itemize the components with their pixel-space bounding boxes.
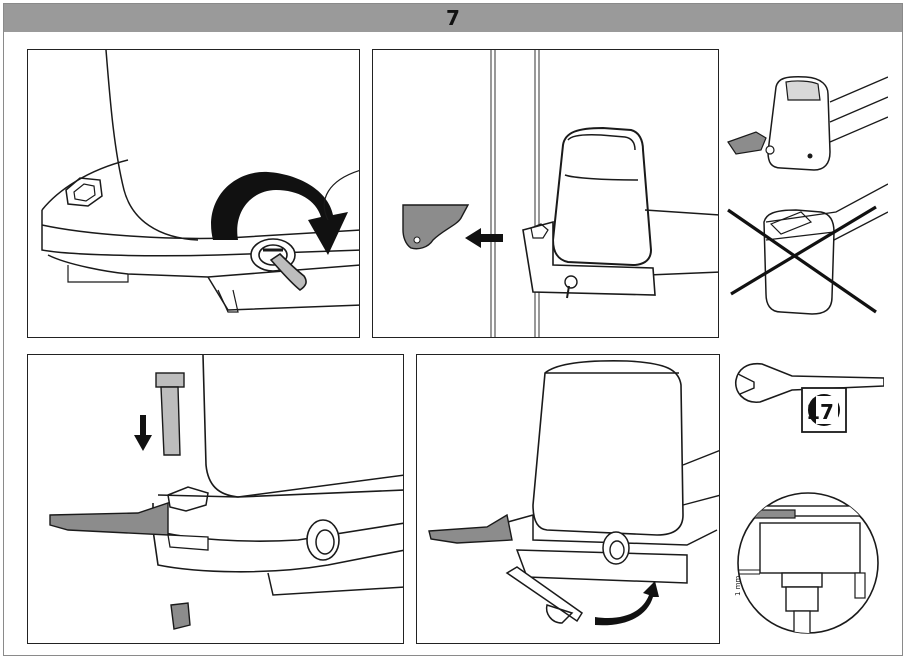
nut-icon [170, 602, 191, 630]
panel-remove-key [372, 49, 719, 338]
wrench-icon [735, 362, 884, 403]
key-icon [727, 131, 767, 155]
bolt-icon [155, 372, 185, 388]
wrench-size-guide: 17 [732, 360, 884, 440]
page-frame [3, 3, 903, 656]
size-label: 17 [806, 400, 834, 424]
rotate-arrow-icon [211, 171, 348, 255]
base-plate [428, 513, 513, 544]
panel-unlock-key [27, 49, 360, 338]
insert-bolt-illustration [49, 355, 403, 630]
clearance-label: 1 mm [734, 576, 742, 596]
unlock-illustration [41, 50, 359, 313]
key-icon [402, 204, 470, 250]
remove-key-illustration [402, 50, 718, 337]
left-arrow-icon [465, 228, 503, 248]
step-header: 7 [4, 4, 902, 32]
key-icon [269, 252, 307, 291]
cross-out-icon [727, 208, 877, 314]
nut-icon [785, 586, 819, 612]
panel-tighten-nut [416, 354, 720, 644]
key-orientation-guide [726, 72, 888, 322]
base-plate [49, 502, 169, 536]
down-arrow-icon [134, 415, 152, 451]
step-number: 7 [446, 6, 460, 30]
curved-arrow-icon [595, 581, 659, 626]
panel-insert-bolt [27, 354, 404, 644]
clearance-detail: 1 mm [730, 488, 880, 648]
tighten-nut-illustration [428, 360, 719, 626]
wrench-icon [505, 566, 584, 623]
hex-nut-icon [65, 177, 103, 207]
